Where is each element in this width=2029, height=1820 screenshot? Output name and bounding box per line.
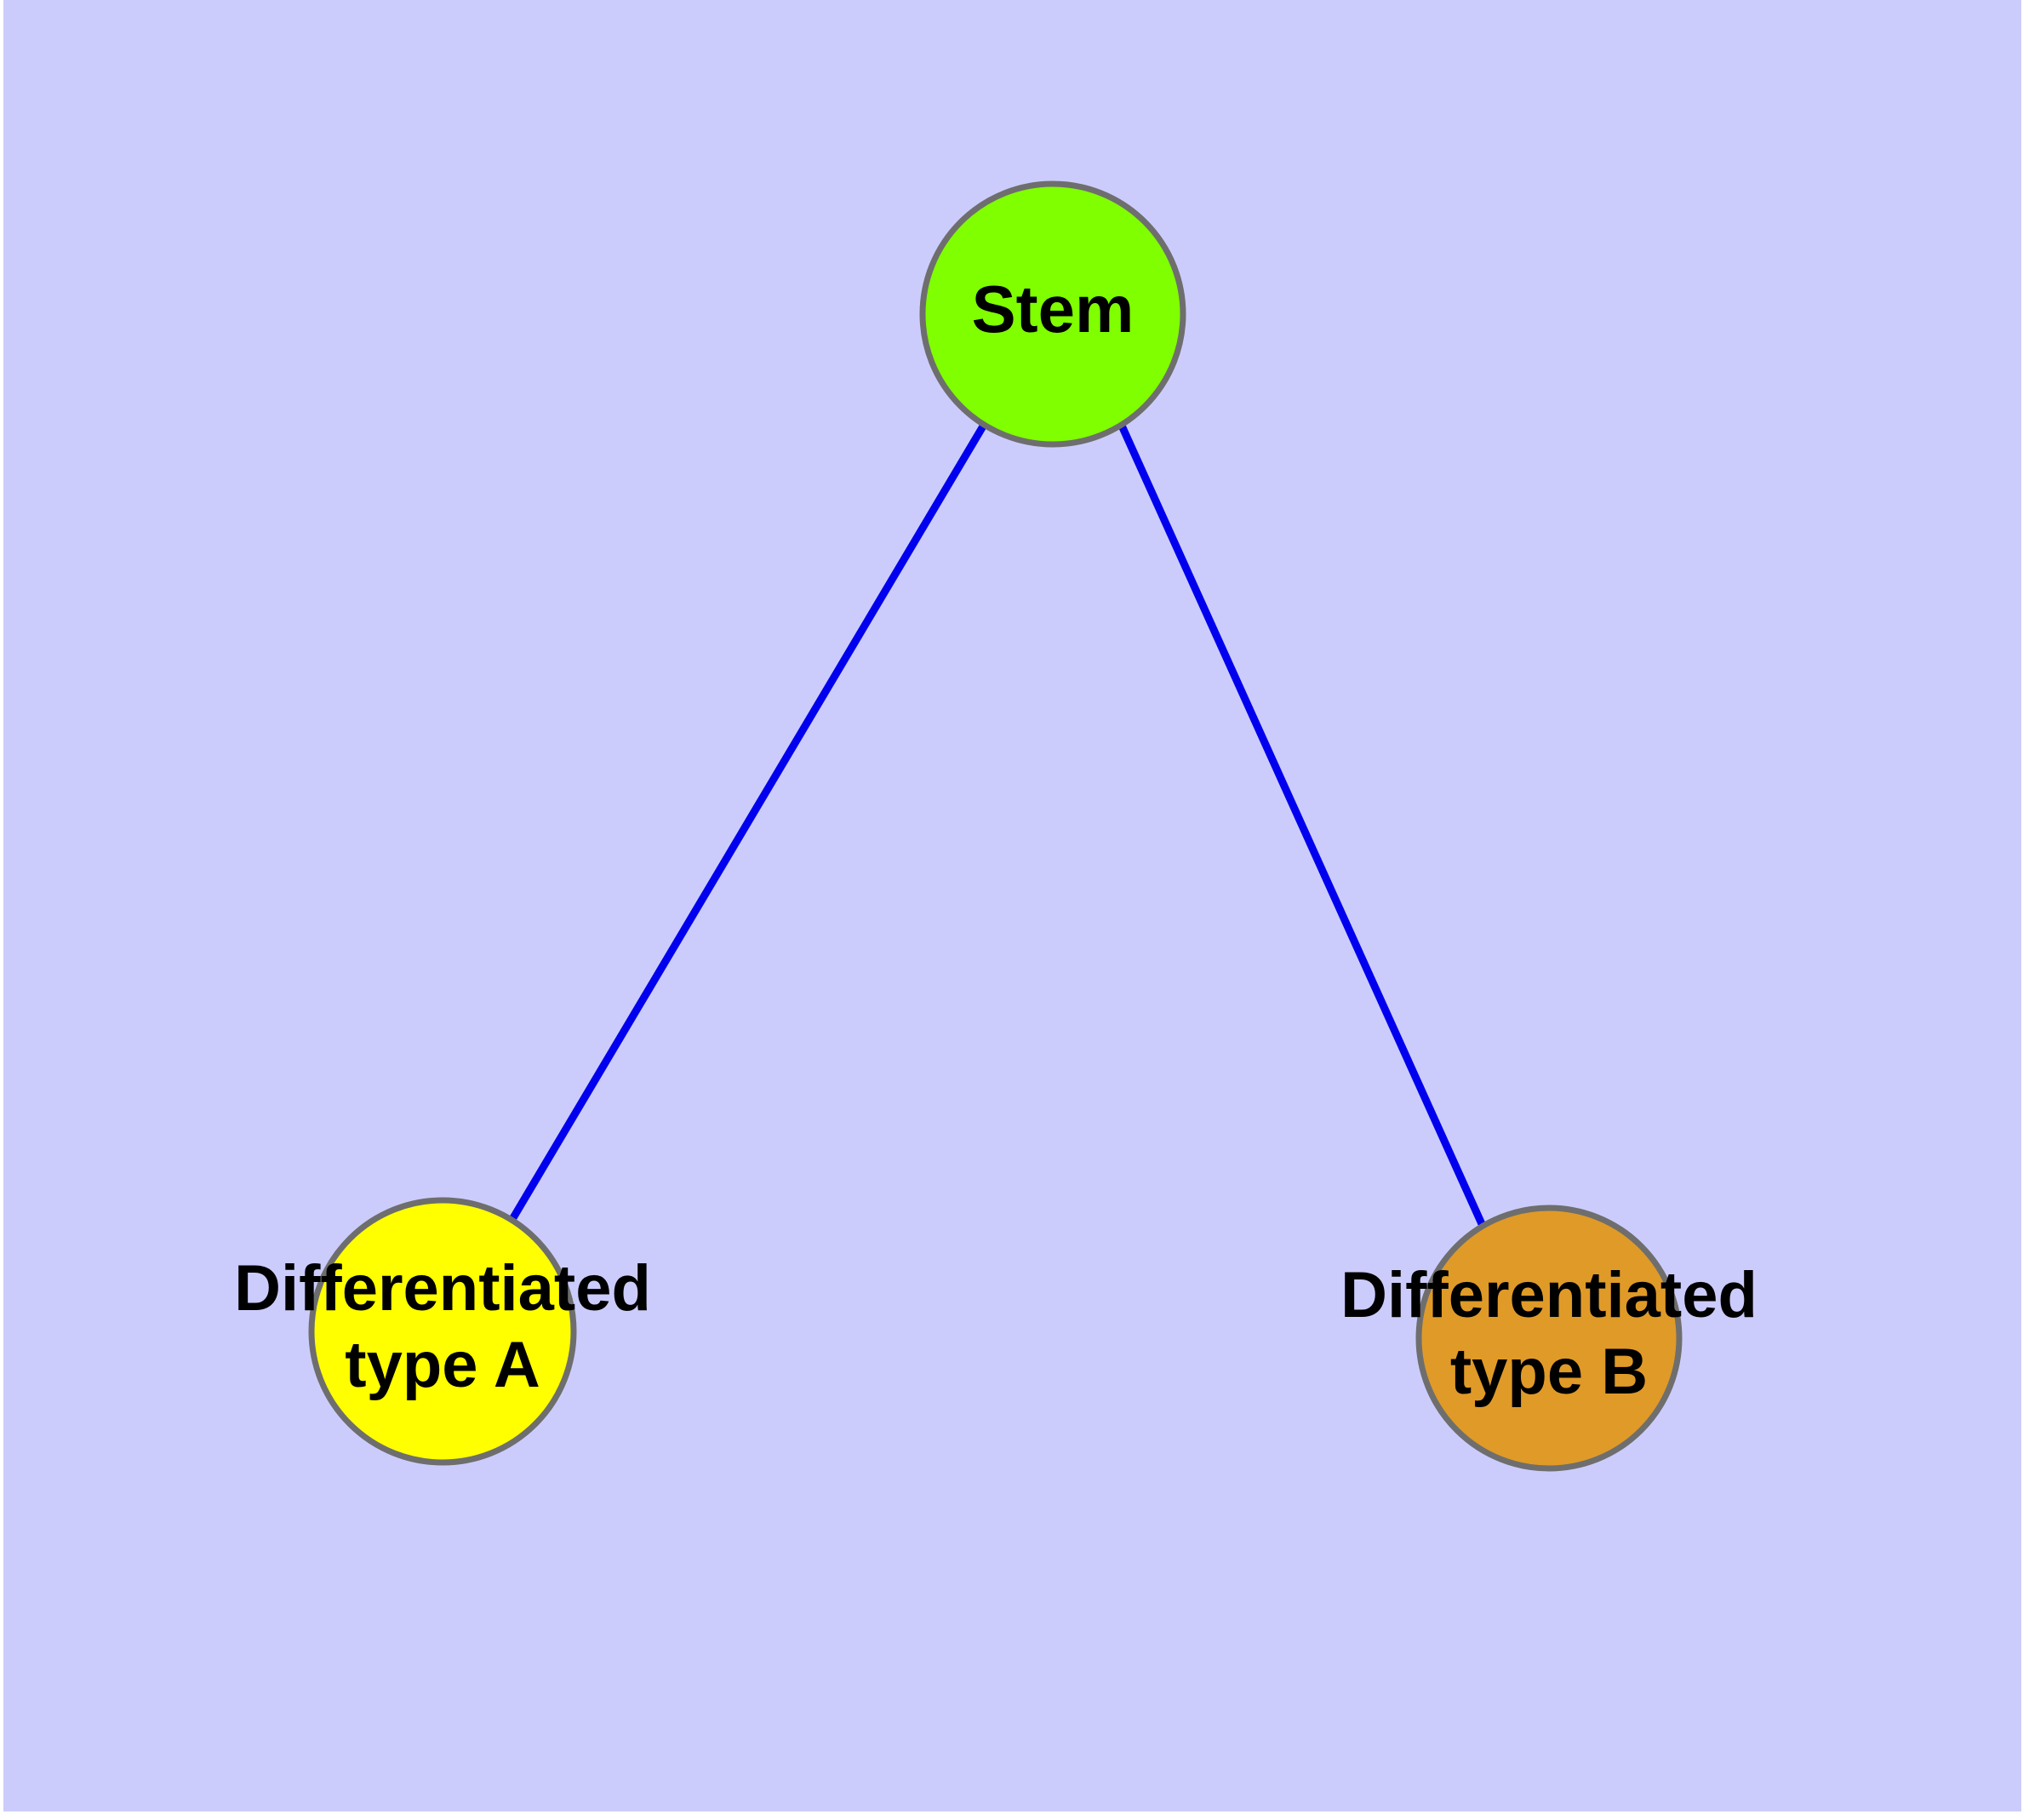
node-stem[interactable]	[919, 180, 1186, 448]
node-differentiated-type-b-circle[interactable]	[1415, 1205, 1683, 1472]
node-differentiated-type-a[interactable]	[308, 1197, 577, 1466]
node-differentiated-type-b[interactable]	[1415, 1205, 1683, 1472]
edge-layer	[508, 422, 1487, 1228]
node-layer	[308, 180, 1683, 1472]
node-differentiated-type-a-circle[interactable]	[308, 1197, 577, 1466]
node-stem-label: Stem	[972, 272, 1135, 346]
edge-stem-to-differentiated-type-a[interactable]	[508, 422, 987, 1223]
node-stem-circle[interactable]	[919, 180, 1186, 448]
edge-stem-to-differentiated-type-b[interactable]	[1117, 424, 1487, 1228]
